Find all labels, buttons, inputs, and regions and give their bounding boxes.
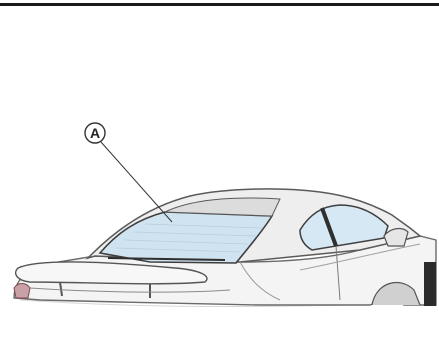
- callout-leader-line: [101, 142, 172, 222]
- wheel-dark: [424, 262, 436, 306]
- tail-light: [14, 284, 30, 299]
- callout-label-a: A: [84, 122, 106, 144]
